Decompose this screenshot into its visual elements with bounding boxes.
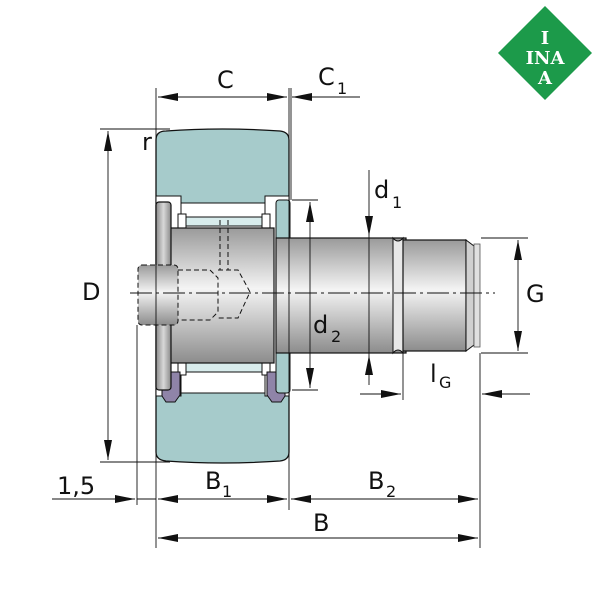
logo-diamond-icon <box>498 6 592 100</box>
label-B1: B <box>205 467 221 495</box>
label-d1: d <box>374 176 389 204</box>
label-C1-sub: 1 <box>337 79 347 98</box>
label-C: C <box>217 66 234 94</box>
label-B2: B <box>368 467 384 495</box>
label-B2-sub: 2 <box>386 482 396 501</box>
ina-logo: I INA A <box>498 6 592 100</box>
label-r: r <box>142 128 152 156</box>
label-d2: d <box>313 311 328 339</box>
label-G: G <box>526 280 545 308</box>
label-lG: l <box>430 360 437 388</box>
dimension-labels: C C 1 r D d 1 d 2 G l G 1,5 B 1 B 2 B <box>57 63 545 537</box>
label-offset: 1,5 <box>57 472 95 500</box>
label-d2-sub: 2 <box>331 327 341 346</box>
label-d1-sub: 1 <box>392 193 402 212</box>
label-lG-sub: G <box>439 373 451 392</box>
logo-line3: A <box>537 68 553 89</box>
label-B1-sub: 1 <box>222 482 232 501</box>
dimension-lines <box>52 88 530 548</box>
label-B: B <box>313 509 329 537</box>
label-C1: C <box>318 63 335 91</box>
logo-line2: INA <box>526 48 566 69</box>
logo-line1: I <box>541 28 549 49</box>
label-D: D <box>82 278 100 306</box>
